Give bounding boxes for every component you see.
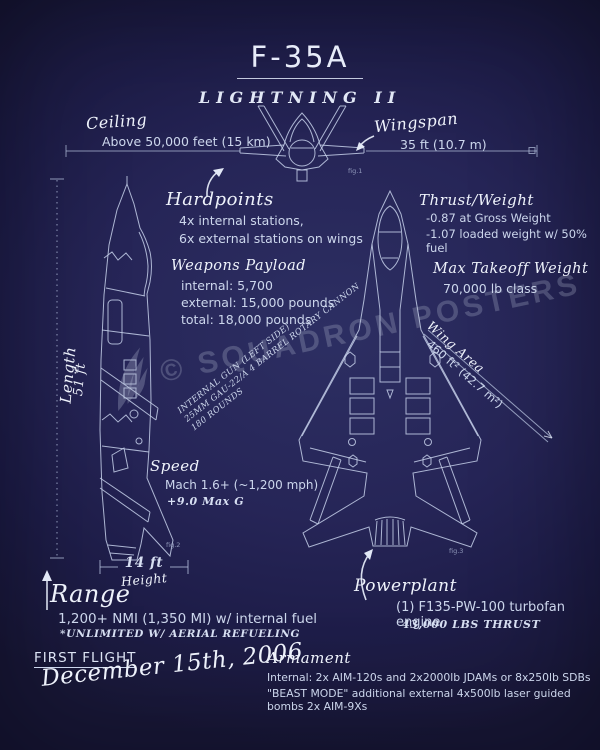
figure-label-2: fig.2 <box>166 541 181 549</box>
figure-label-1: fig.1 <box>348 167 363 175</box>
wing-area-pointer <box>423 329 553 443</box>
powerplant-line-1: (1) F135-PW-100 turbofan engine <box>396 600 565 630</box>
top-view-drawing <box>298 189 482 548</box>
watermark: © SQUADRON POSTERS <box>99 252 587 417</box>
weapons-payload-line-1: internal: 5,700 <box>181 278 273 293</box>
length-dimension <box>50 178 64 559</box>
max-takeoff-weight-label: Max Takeoff Weight <box>433 261 589 277</box>
page-title: F-35A <box>236 40 364 79</box>
speed-label: Speed <box>150 457 200 475</box>
height-dimension <box>99 560 189 574</box>
hardpoints-line-2: 6x external stations on wings <box>179 231 363 246</box>
speed-line-1: Mach 1.6+ (~1,200 mph) <box>165 478 319 492</box>
range-label: Range <box>50 580 131 608</box>
powerplant-label: Powerplant <box>354 576 457 596</box>
thrust-weight-line-1: -0.87 at Gross Weight <box>426 211 551 225</box>
height-value: 14 ft <box>124 555 164 571</box>
squadron-wing-icon <box>117 347 148 411</box>
speed-line-2: +9.0 Max G <box>167 495 245 508</box>
armament-label: Armament <box>267 649 351 667</box>
hardpoints-line-1: 4x internal stations, <box>179 213 304 228</box>
powerplant-line-2: 43,000 lbs thrust <box>402 618 541 631</box>
wingspan-value: 35 ft (10.7 m) <box>400 137 487 152</box>
range-line-2: *Unlimited w/ aerial refueling <box>60 628 301 640</box>
hardpoints-label: Hardpoints <box>166 189 274 210</box>
wingspan-dimension <box>65 145 538 157</box>
weapons-payload-line-3: total: 18,000 pounds <box>181 312 312 327</box>
annotation-arrows <box>42 135 375 610</box>
front-view-drawing <box>239 105 365 182</box>
weapons-payload-label: Weapons Payload <box>171 258 307 274</box>
thrust-weight-label: Thrust/Weight <box>419 191 534 209</box>
range-line-1: 1,200+ NMI (1,350 MI) w/ internal fuel <box>58 611 317 627</box>
armament-line-2: "BEAST MODE" additional external 4x500lb… <box>267 687 571 713</box>
thrust-weight-line-2: -1.07 loaded weight w/ 50% fuel <box>426 227 587 255</box>
max-takeoff-weight-value: 70,000 lb class <box>443 281 538 296</box>
side-view-drawing <box>99 176 174 561</box>
ceiling-value: Above 50,000 feet (15 km) <box>102 134 271 149</box>
weapons-payload-line-2: external: 15,000 pounds <box>181 295 335 310</box>
first-flight-label: First Flight <box>34 650 137 668</box>
poster-header: F-35A <box>0 40 600 79</box>
figure-label-3: fig.3 <box>449 547 464 555</box>
page-subtitle: Lightning II <box>198 88 402 107</box>
armament-line-1: Internal: 2x AIM-120s and 2x2000lb JDAMs… <box>267 671 591 684</box>
